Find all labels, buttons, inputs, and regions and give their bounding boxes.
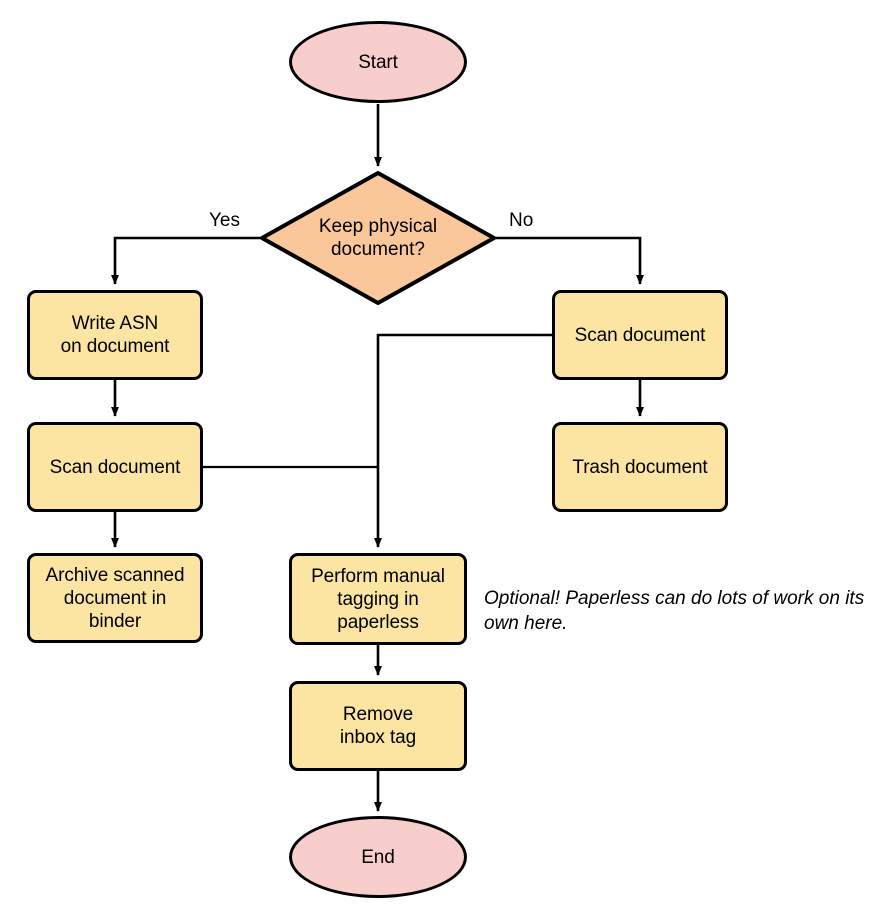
node-remove-inbox-tag-label: Remove inbox tag — [339, 704, 417, 748]
node-perform-manual-tagging-in-paperless[interactable]: Perform manual tagging in paperless — [289, 553, 467, 645]
decision-diamond-shape[interactable] — [260, 171, 496, 305]
node-decision-label: Keep physical document? — [318, 216, 438, 260]
edge-label-no: No — [509, 210, 534, 231]
node-scan-document-left[interactable]: Scan document — [27, 422, 203, 512]
node-remove-inbox-tag[interactable]: Remove inbox tag — [289, 681, 467, 771]
node-trash-document[interactable]: Trash document — [552, 422, 728, 512]
node-manual-tagging-label: Perform manual tagging in paperless — [311, 565, 445, 633]
node-archive-binder-label: Archive scanned document in binder — [45, 564, 185, 632]
node-end[interactable]: End — [289, 816, 467, 898]
edge-scan-right-to-manual-tagging — [374, 333, 552, 548]
node-scan-document-left-label: Scan document — [49, 456, 181, 478]
node-end-label: End — [361, 846, 395, 868]
edge-label-yes: Yes — [209, 210, 240, 231]
node-archive-scanned-document-in-binder[interactable]: Archive scanned document in binder — [27, 553, 203, 643]
node-start-label: Start — [358, 51, 398, 73]
node-write-asn-on-document[interactable]: Write ASN on document — [27, 290, 203, 380]
node-start[interactable]: Start — [289, 21, 467, 103]
node-write-asn-label: Write ASN on document — [60, 313, 170, 357]
node-scan-document-right[interactable]: Scan document — [552, 290, 728, 380]
node-trash-document-label: Trash document — [572, 456, 708, 478]
node-scan-document-right-label: Scan document — [574, 324, 706, 346]
node-decision-keep-physical-document[interactable]: Keep physical document? — [262, 173, 494, 303]
edge-decision-yes-to-write-asn — [111, 236, 262, 285]
annotation-optional-note: Optional! Paperless can do lots of work … — [484, 588, 865, 634]
edge-decision-no-to-scan-right — [494, 236, 644, 285]
